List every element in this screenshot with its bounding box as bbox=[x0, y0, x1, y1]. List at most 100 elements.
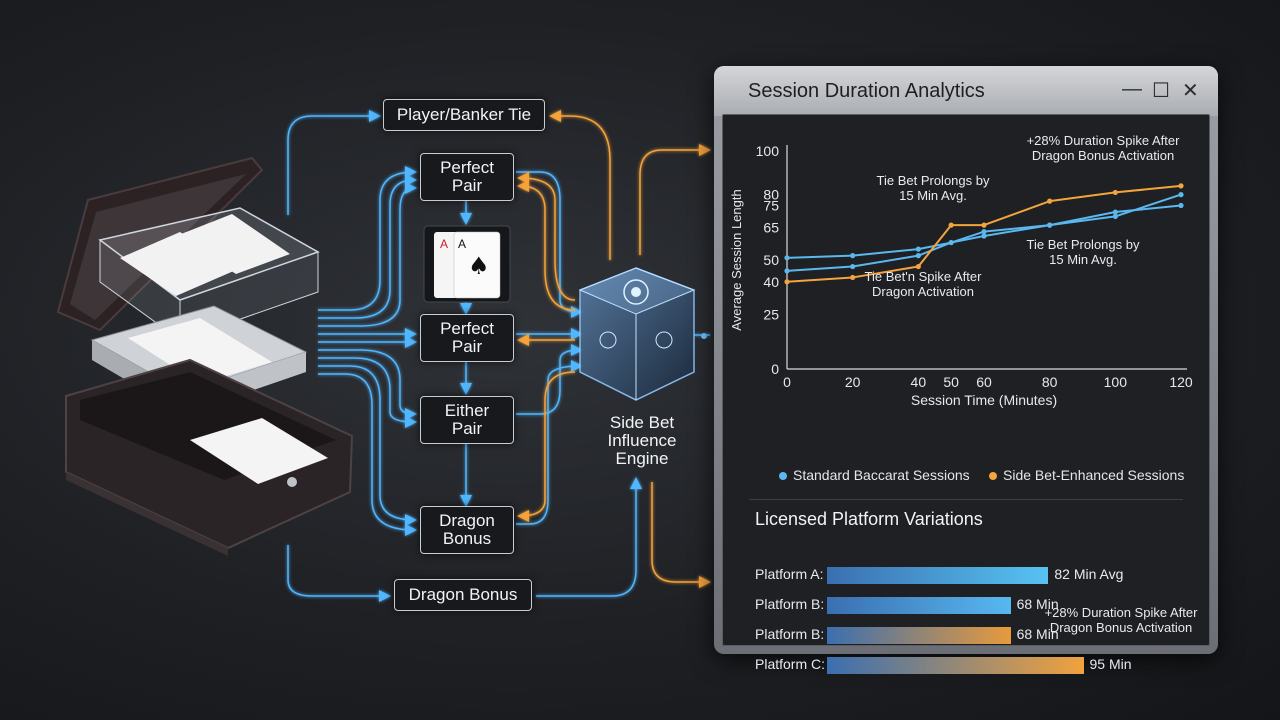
legend-dot-icon bbox=[989, 472, 997, 481]
series-point-1 bbox=[1112, 213, 1118, 219]
bar-value-label: 68 Min bbox=[1016, 596, 1059, 612]
chart-annotation-line1: Tie Bet Prolongs by bbox=[877, 173, 990, 188]
series-point-2 bbox=[1112, 189, 1118, 196]
chart-annotation-line2: Dragon Bonus Activation bbox=[1032, 148, 1174, 163]
y-tick-label: 0 bbox=[771, 361, 779, 377]
svg-text:♠: ♠ bbox=[468, 252, 490, 280]
engine-label-line1: Side Bet bbox=[609, 413, 675, 432]
y-tick-label: 65 bbox=[763, 219, 779, 235]
series-line-0 bbox=[786, 204, 1182, 272]
series-point-1 bbox=[784, 255, 790, 261]
platform-annotation: +28% Duration Spike After Dragon Bonus A… bbox=[1039, 605, 1203, 635]
x-tick-label: 60 bbox=[976, 374, 992, 390]
card-box-illustration bbox=[56, 156, 354, 556]
x-tick-label: 20 bbox=[845, 374, 861, 390]
series-point-2 bbox=[948, 222, 954, 228]
x-tick-label: 120 bbox=[1169, 374, 1193, 390]
series-point-0 bbox=[981, 229, 987, 235]
node-perfect-pair-top[interactable]: Perfect Pair bbox=[420, 153, 514, 201]
bar-value-label: 82 Min Avg bbox=[1054, 566, 1124, 582]
divider bbox=[749, 499, 1183, 500]
chart-annotation-line1: Tie Bet'n Spike After bbox=[865, 269, 983, 284]
orange-links bbox=[517, 110, 711, 588]
bar-value-label: 95 Min bbox=[1089, 656, 1132, 672]
series-line-1 bbox=[786, 193, 1182, 259]
node-label-line2: Pair bbox=[451, 419, 483, 438]
bar-value-label: 68 Min bbox=[1016, 626, 1059, 642]
minimize-icon[interactable]: — bbox=[1122, 78, 1142, 100]
svg-text:A: A bbox=[458, 237, 466, 251]
series-point-0 bbox=[1112, 209, 1118, 215]
engine-label-line3: Engine bbox=[615, 449, 669, 468]
series-point-1 bbox=[948, 239, 954, 246]
series-point-0 bbox=[1178, 202, 1184, 209]
node-either-pair[interactable]: Either Pair bbox=[420, 396, 514, 444]
series-point-1 bbox=[850, 253, 856, 259]
node-label-line2: Bonus bbox=[442, 529, 492, 548]
series-point-0 bbox=[784, 268, 790, 274]
analytics-window: Session Duration Analytics — ☐ ✕ 0 25 40 50… bbox=[714, 66, 1218, 674]
engine-label-line2: Influence bbox=[607, 431, 677, 450]
node-perfect-pair-middle[interactable]: Perfect Pair bbox=[420, 314, 514, 362]
y-tick-label: 25 bbox=[763, 307, 779, 323]
x-tick-label: 100 bbox=[1104, 374, 1128, 390]
chart-annotation-line1: Tie Bet Prolongs by bbox=[1027, 237, 1140, 252]
engine-label: Side Bet Influence Engine bbox=[590, 414, 694, 468]
y-tick-label: 75 bbox=[763, 198, 779, 214]
platform-bar bbox=[827, 597, 1011, 614]
link-dot bbox=[701, 333, 707, 339]
node-player-banker-tie[interactable]: Player/Banker Tie bbox=[383, 99, 545, 131]
maximize-icon[interactable]: ☐ bbox=[1152, 80, 1170, 102]
engine-cube-icon bbox=[578, 267, 696, 401]
platform-bar bbox=[827, 627, 1011, 644]
series-point-2 bbox=[1178, 183, 1184, 189]
bar-category-label: Platform C: bbox=[755, 656, 826, 672]
y-tick-label: 50 bbox=[763, 252, 779, 268]
platform-bar bbox=[827, 657, 1084, 674]
node-dragon-bonus[interactable]: Dragon Bonus bbox=[420, 506, 514, 554]
x-axis-label: Session Time (Minutes) bbox=[911, 392, 1057, 408]
bar-category-label: Platform B: bbox=[755, 596, 825, 612]
series-point-2 bbox=[784, 279, 790, 285]
legend-dot-icon bbox=[779, 472, 787, 481]
y-tick-label: 40 bbox=[763, 274, 779, 290]
series-point-2 bbox=[1047, 198, 1053, 204]
node-label-line1: Either bbox=[444, 401, 490, 420]
window-title-bar[interactable]: Session Duration Analytics — ☐ ✕ bbox=[714, 66, 1218, 116]
node-dragon-bonus-bottom[interactable]: Dragon Bonus bbox=[394, 579, 532, 611]
y-axis-label: Average Session Length bbox=[729, 189, 744, 330]
series-point-1 bbox=[1047, 222, 1053, 228]
annotation-line1: +28% Duration Spike After bbox=[1044, 605, 1198, 620]
bar-category-label: Platform A: bbox=[755, 566, 824, 582]
node-label-line1: Perfect bbox=[440, 158, 494, 177]
series-point-2 bbox=[981, 222, 987, 228]
series-point-2 bbox=[850, 274, 856, 281]
legend-label: Side Bet-Enhanced Sessions bbox=[1003, 467, 1185, 483]
series-line-2 bbox=[786, 184, 1182, 283]
node-label-line2: Pair bbox=[451, 176, 483, 195]
annotation-line2: Dragon Bonus Activation bbox=[1049, 620, 1193, 635]
x-tick-label: 0 bbox=[783, 374, 791, 390]
node-label-line1: Dragon bbox=[439, 511, 495, 530]
series-point-0 bbox=[850, 263, 856, 270]
x-tick-label: 80 bbox=[1042, 374, 1058, 390]
y-tick-label: 80 bbox=[763, 187, 779, 203]
close-icon[interactable]: ✕ bbox=[1182, 80, 1199, 102]
series-point-0 bbox=[915, 253, 921, 259]
node-label-line1: Perfect bbox=[440, 319, 494, 338]
x-tick-label: 40 bbox=[911, 374, 927, 390]
chart-annotation-line2: 15 Min Avg. bbox=[899, 188, 967, 203]
chart-annotation-line2: 15 Min Avg. bbox=[1049, 252, 1117, 267]
series-point-1 bbox=[1178, 192, 1184, 198]
y-tick-label: 100 bbox=[756, 143, 780, 159]
series-point-1 bbox=[915, 246, 921, 252]
series-point-1 bbox=[981, 233, 987, 239]
platform-section-title: Licensed Platform Variations bbox=[755, 509, 983, 529]
x-tick-label: 50 bbox=[943, 374, 959, 390]
bar-category-label: Platform B: bbox=[755, 626, 825, 642]
chart-annotation-line2: Dragon Activation bbox=[872, 284, 974, 299]
svg-text:A: A bbox=[440, 237, 448, 251]
legend-standard: Standard Baccarat Sessions bbox=[779, 467, 970, 483]
